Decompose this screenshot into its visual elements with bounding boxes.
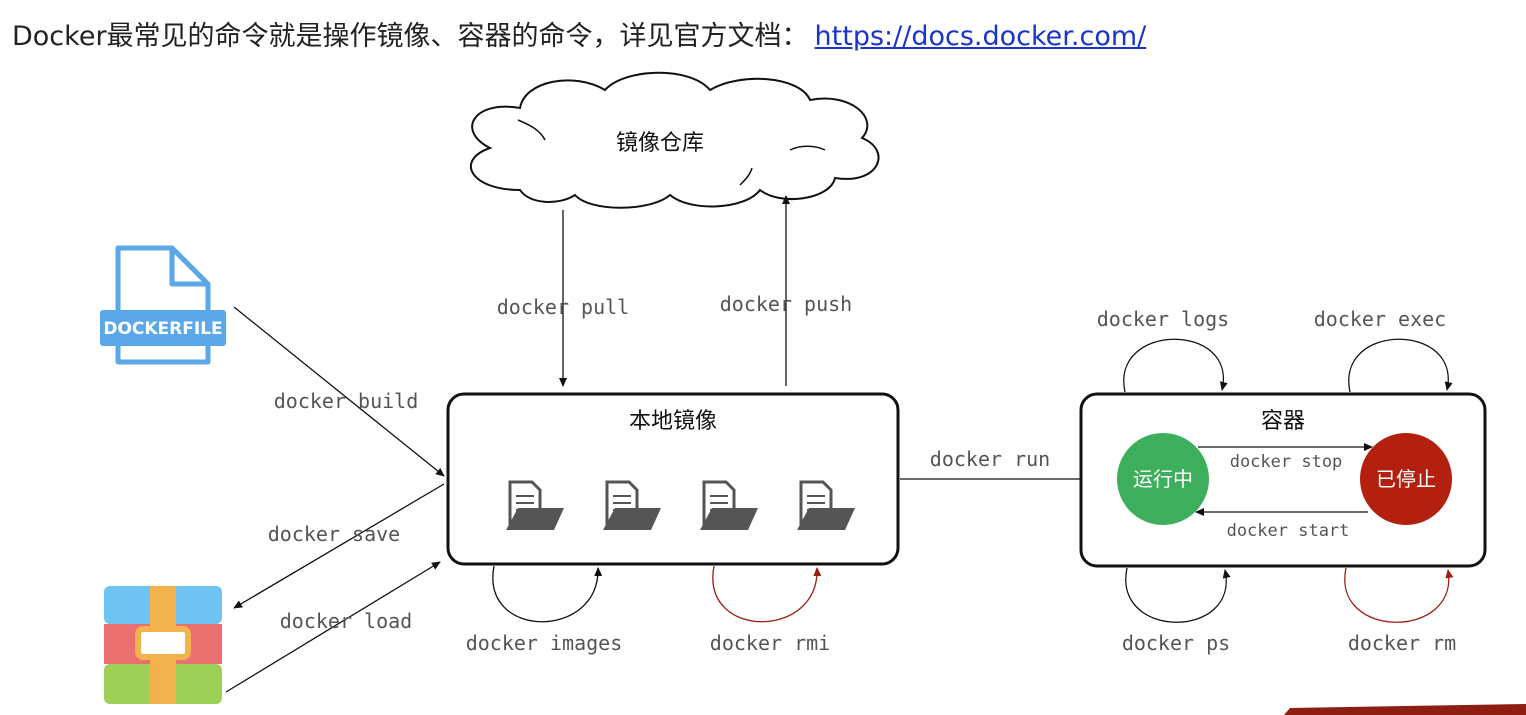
cmd-save: docker save <box>268 522 400 546</box>
running-state <box>1117 433 1209 525</box>
image-file-icon <box>797 480 855 530</box>
cmd-pull: docker pull <box>497 295 629 319</box>
cmd-run: docker run <box>930 447 1050 471</box>
containers-label: 容器 <box>1261 409 1305 434</box>
dockerfile-icon <box>100 245 226 365</box>
images-loop-arrow <box>492 565 603 623</box>
build-arrow <box>233 306 445 477</box>
load-arrow <box>225 561 441 693</box>
exec-loop-arrow <box>1348 338 1453 393</box>
registry-cloud <box>469 71 880 209</box>
registry-label: 镜像仓库 <box>616 131 704 156</box>
local-images-label: 本地镜像 <box>629 409 717 434</box>
local-images-box <box>446 392 900 566</box>
cmd-load: docker load <box>280 609 412 633</box>
cmd-ps: docker ps <box>1122 631 1230 655</box>
cmd-stop: docker stop <box>1230 452 1343 472</box>
image-file-icon <box>700 480 758 530</box>
docs-link[interactable]: https://docs.docker.com/ <box>814 21 1147 52</box>
cmd-build: docker build <box>274 389 419 413</box>
save-arrow <box>233 483 445 609</box>
image-file-icon <box>603 480 661 530</box>
stopped-label: 已停止 <box>1376 467 1436 491</box>
intro-sentence: Docker最常见的命令就是操作镜像、容器的命令，详见官方文档： <box>12 21 809 52</box>
containers-box <box>1079 392 1487 568</box>
logs-loop-arrow <box>1123 338 1228 393</box>
cmd-exec: docker exec <box>1314 307 1446 331</box>
cmd-push: docker push <box>720 292 852 316</box>
cmd-images: docker images <box>466 631 623 655</box>
intro-text: Docker最常见的命令就是操作镜像、容器的命令，详见官方文档：https://… <box>12 14 1146 53</box>
cmd-rmi: docker rmi <box>710 631 830 655</box>
dockerfile-label: DOCKERFILE <box>103 319 222 339</box>
cmd-rm: docker rm <box>1348 631 1456 655</box>
archive-icon <box>104 586 222 704</box>
stopped-state <box>1360 433 1452 525</box>
rmi-loop-arrow <box>712 565 822 623</box>
corner-banner <box>1284 704 1526 715</box>
running-label: 运行中 <box>1133 467 1193 491</box>
cmd-logs: docker logs <box>1097 307 1229 331</box>
cmd-start: docker start <box>1227 521 1350 541</box>
ps-loop-arrow <box>1125 567 1231 623</box>
image-file-icon <box>506 480 564 530</box>
rm-loop-arrow <box>1344 567 1454 623</box>
